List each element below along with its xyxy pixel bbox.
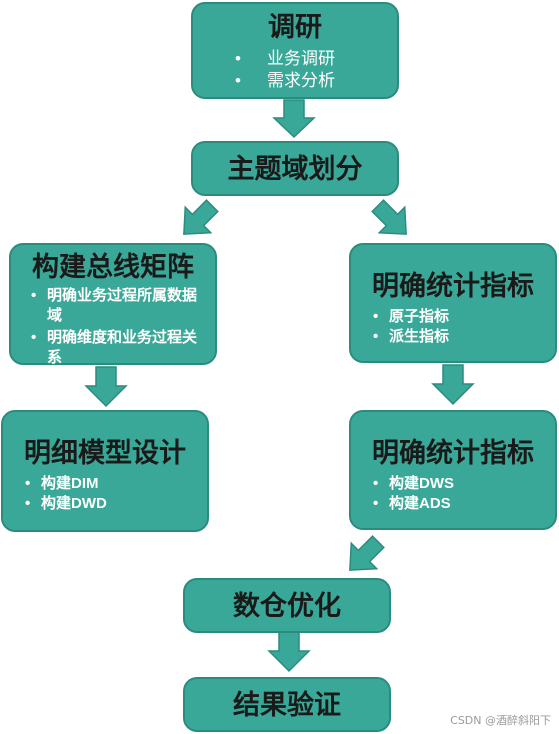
node-stats-1-list: 原子指标 派生指标 [369, 307, 555, 347]
node-stats-2: 明确统计指标 构建DWS 构建ADS [349, 410, 557, 530]
node-optimize: 数仓优化 [183, 578, 391, 633]
arrow-topic-to-bus-matrix [183, 199, 219, 235]
node-research-title: 调研 [268, 12, 322, 42]
node-stats-1: 明确统计指标 原子指标 派生指标 [349, 243, 557, 363]
list-item: 构建DWS [369, 474, 555, 494]
node-bus-matrix-title: 构建总线矩阵 [32, 252, 194, 282]
node-research: 调研 业务调研 需求分析 [191, 2, 399, 99]
list-item: 派生指标 [369, 327, 555, 347]
arrow-topic-to-stats-1 [371, 199, 407, 235]
node-bus-matrix: 构建总线矩阵 明确业务过程所属数据域 明确维度和业务过程关系 [9, 243, 217, 368]
node-detail-model-title: 明细模型设计 [24, 438, 186, 468]
list-item: 业务调研 [231, 48, 397, 70]
watermark: CSDN @酒醉斜阳下 [450, 714, 551, 727]
node-research-list: 业务调研 需求分析 [231, 48, 397, 92]
list-item: 构建ADS [369, 494, 555, 514]
node-verify-title: 结果验证 [233, 690, 341, 720]
list-item: 构建DIM [21, 474, 207, 494]
list-item: 明确业务过程所属数据域 [27, 286, 201, 326]
node-stats-1-title: 明确统计指标 [372, 271, 534, 301]
arrow-stats-1-to-stats-2 [431, 364, 475, 406]
list-item: 原子指标 [369, 307, 555, 327]
node-verify: 结果验证 [183, 677, 391, 732]
arrow-bus-matrix-to-detail-model [84, 366, 128, 408]
node-detail-model-list: 构建DIM 构建DWD [21, 474, 207, 514]
node-detail-model: 明细模型设计 构建DIM 构建DWD [1, 410, 209, 532]
arrow-optimize-to-verify [267, 631, 311, 673]
list-item: 明确维度和业务过程关系 [27, 328, 201, 368]
node-topic-title: 主题域划分 [227, 154, 363, 184]
list-item: 构建DWD [21, 494, 207, 514]
node-stats-2-list: 构建DWS 构建ADS [369, 474, 555, 514]
arrow-research-to-topic [272, 99, 316, 139]
node-stats-2-title: 明确统计指标 [372, 438, 534, 468]
node-bus-matrix-list: 明确业务过程所属数据域 明确维度和业务过程关系 [27, 286, 201, 368]
list-item: 需求分析 [231, 70, 397, 92]
node-optimize-title: 数仓优化 [233, 591, 341, 621]
node-topic: 主题域划分 [191, 141, 399, 196]
arrow-stats-2-to-optimize [349, 535, 385, 571]
